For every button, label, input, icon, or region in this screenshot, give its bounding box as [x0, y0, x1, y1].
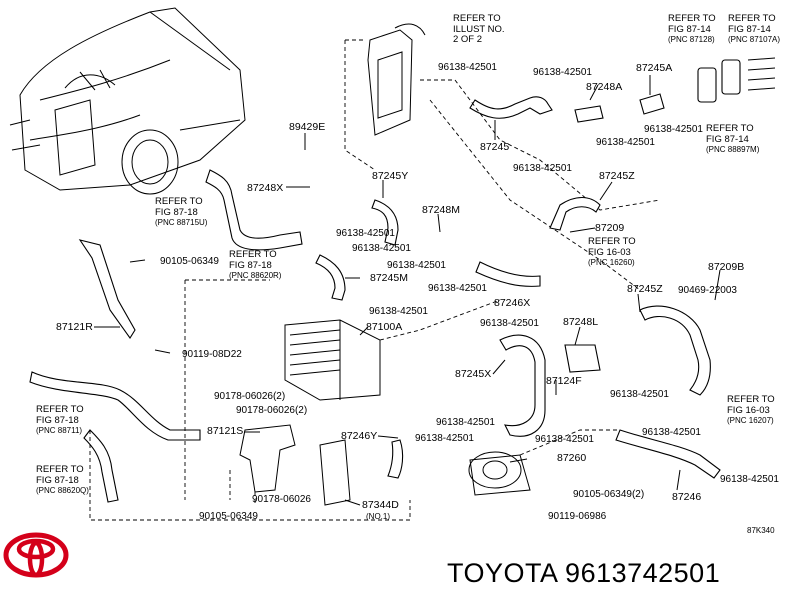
bolt-label: 90119-06986 — [548, 511, 607, 522]
clip-label: 96138-42501 — [596, 137, 655, 148]
refer-fig-87-14-c: REFER TO FIG 87-14 (PNC 88897M) — [706, 123, 760, 154]
clip-label: 96138-42501 — [415, 433, 474, 444]
brand-name: TOYOTA — [447, 558, 558, 588]
refer-fig-16-03-a: REFER TO FIG 16-03 (PNC 16260) — [588, 236, 636, 267]
part-label: 87245 — [480, 141, 510, 153]
part-label: 87248A — [586, 81, 623, 93]
clip-label: 96138-42501 — [720, 474, 779, 485]
part-number: 9613742501 — [565, 558, 721, 588]
left-hoses — [29, 169, 411, 521]
part-label: 87245M — [370, 272, 408, 284]
clip-label: 96138-42501 — [535, 434, 594, 445]
clip-label: 96138-42501 — [436, 417, 495, 428]
part-label: 87344D — [362, 499, 399, 511]
refer-fig-87-18-d: REFER TO FIG 87-18 (PNC 88620Q) — [36, 464, 89, 495]
clip-label: 96138-42501 — [610, 389, 669, 400]
part-label: 87246 — [672, 491, 702, 503]
top-hoses — [420, 57, 776, 291]
part-label: 89429E — [289, 121, 326, 133]
part-label: 87245A — [636, 62, 673, 74]
clip-label: 96138-42501 — [369, 306, 428, 317]
refer-fig-87-18-a: REFER TO FIG 87-18 (PNC 88715U) — [155, 196, 208, 227]
toyota-logo — [3, 532, 69, 578]
part-label: 87248M — [422, 204, 460, 216]
bolt-label: 90178-06026(2) — [214, 391, 286, 402]
clip-label: 96138-42501 — [352, 243, 411, 254]
lower-brackets — [229, 424, 351, 506]
part-label: 87245X — [455, 368, 492, 380]
water-pump — [468, 429, 620, 496]
clip-label: 96138-42501 — [387, 260, 446, 271]
part-label: 87121S — [207, 425, 244, 437]
clip-label: 96138-42501 — [336, 228, 395, 239]
vehicle-illustration — [9, 7, 246, 195]
refer-fig-87-18-b: REFER TO FIG 87-18 (PNC 88620R) — [229, 249, 282, 280]
part-label: 87246X — [494, 297, 531, 309]
clip-label: 96138-42501 — [513, 163, 572, 174]
part-label: 87124F — [546, 375, 582, 387]
part-label: 87246Y — [341, 430, 378, 442]
bolt-label: 90105-06349 — [160, 256, 219, 267]
refer-fig-87-14-a: REFER TO FIG 87-14 (PNC 87128) — [668, 13, 716, 44]
oil-cooler — [184, 279, 501, 500]
bolt-label: 90119-08D22 — [182, 349, 242, 360]
part-label: 87209B — [708, 261, 745, 273]
part-label: 87245Z — [599, 170, 635, 182]
refer-illust-note: REFER TO ILLUST NO. 2 OF 2 — [453, 13, 505, 45]
part-label: 87121R — [56, 321, 93, 333]
part-label: 87248X — [247, 182, 284, 194]
part-label: 87260 — [557, 452, 587, 464]
bolt-label: 90105-06349 — [199, 511, 258, 522]
refer-fig-87-18-c: REFER TO FIG 87-18 (PNC 88711) — [36, 404, 84, 435]
bolt-label: 90469-22003 — [678, 285, 737, 296]
footer-part-number: TOYOTA 9613742501 — [447, 558, 720, 588]
bolt-label: 90105-06349(2) — [573, 489, 645, 500]
clip-label: 96138-42501 — [533, 67, 592, 78]
part-note: (NO.1) — [366, 512, 390, 521]
top-bracket-assembly — [344, 23, 426, 171]
part-label: 87248L — [563, 316, 599, 328]
clip-label: 96138-42501 — [644, 124, 703, 135]
part-label: 87245Y — [372, 170, 409, 182]
refer-fig-87-14-b: REFER TO FIG 87-14 (PNC 87107A) — [728, 13, 781, 44]
refer-fig-16-03-b: REFER TO FIG 16-03 (PNC 16207) — [727, 394, 775, 425]
clip-label: 96138-42501 — [642, 427, 701, 438]
bolt-label: 90178-06026 — [252, 494, 311, 505]
clip-label: 96138-42501 — [438, 62, 497, 73]
middle-hoses — [315, 196, 721, 479]
leader-lines — [94, 75, 721, 506]
part-label: 87100A — [366, 321, 403, 333]
illustration-code: 87K340 — [747, 526, 775, 535]
clip-label: 96138-42501 — [480, 318, 539, 329]
clip-label: 96138-42501 — [428, 283, 487, 294]
bolt-label: 90178-06026(2) — [236, 405, 308, 416]
part-label: 87245Z — [627, 283, 663, 295]
part-label: 87209 — [595, 222, 625, 234]
